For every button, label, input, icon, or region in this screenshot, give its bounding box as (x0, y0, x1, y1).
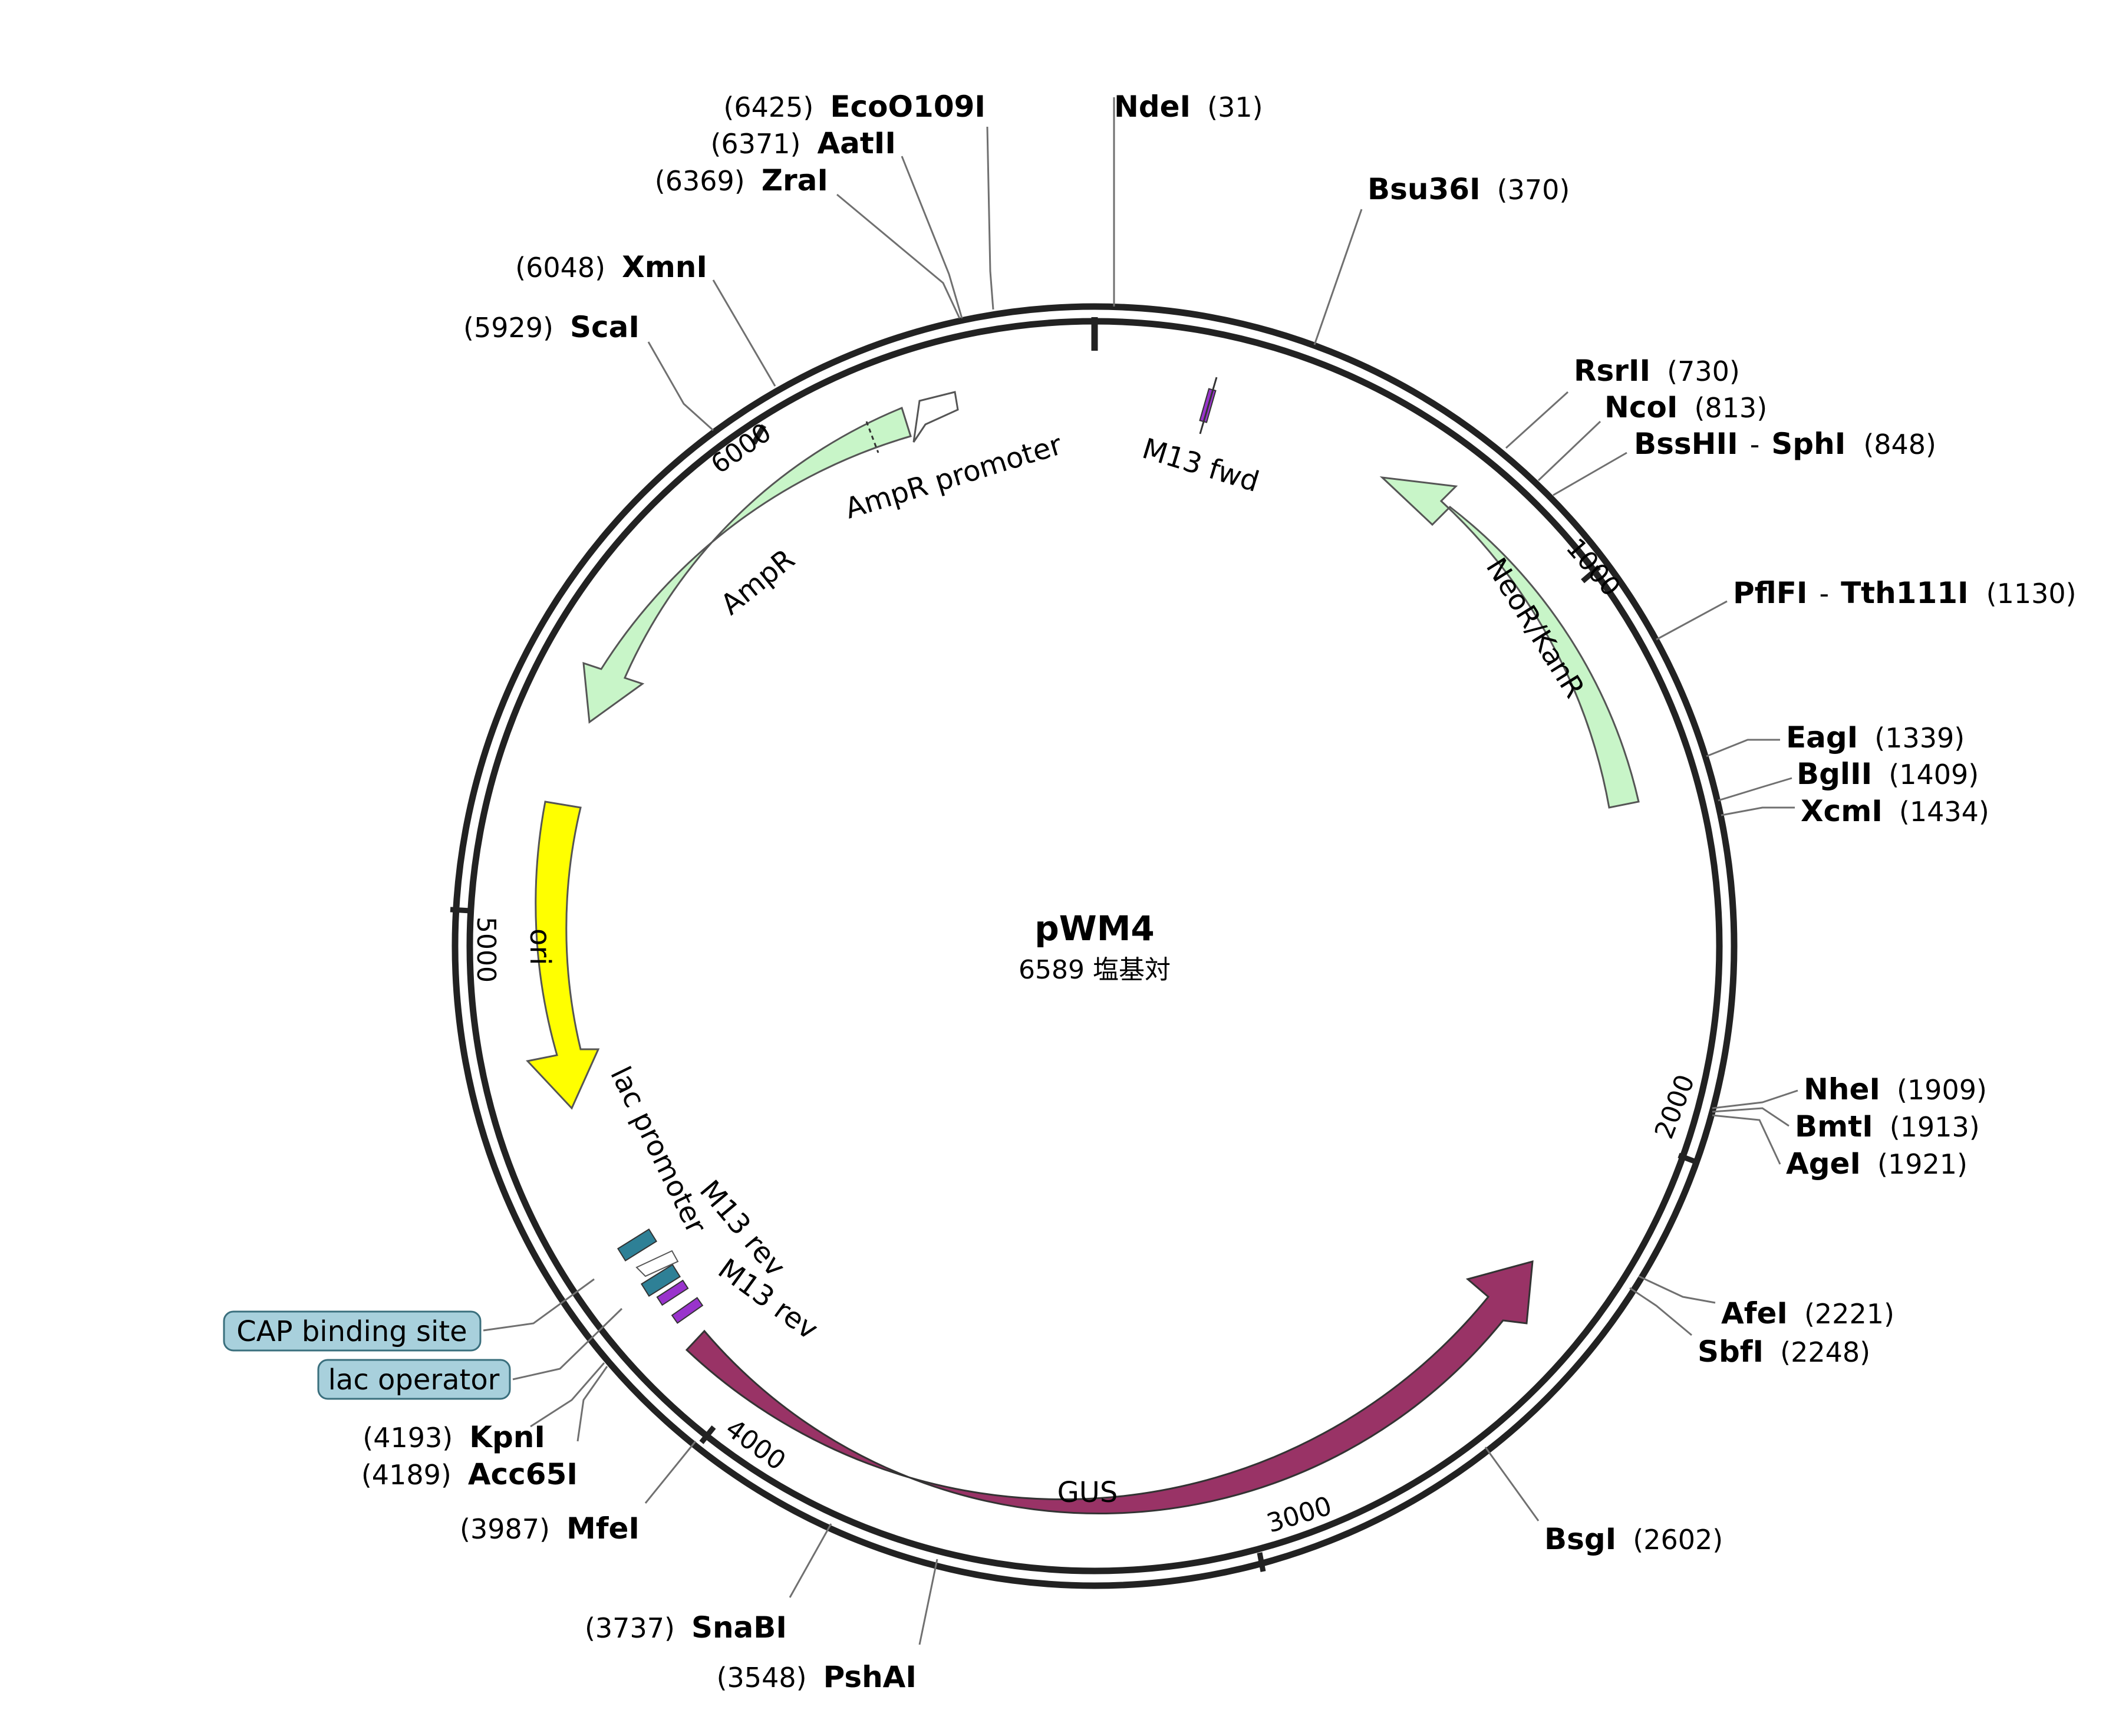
rsrii-leader (1505, 391, 1569, 449)
lac-operator-leader (512, 1307, 623, 1381)
enzyme-scai: (5929)ScaI (463, 310, 640, 344)
enzyme-mfei: (3987)MfeI (460, 1511, 640, 1546)
afei-leader (1638, 1275, 1716, 1304)
xmni-leader (712, 279, 776, 387)
enzyme-bsshii-sphi: BssHII-SphI(848) (1634, 427, 1936, 461)
tick-mark-4000 (699, 1425, 716, 1444)
aatii-leader (901, 156, 963, 319)
ecoo109i-leader (986, 126, 994, 310)
tick-label-3000: 3000 (1263, 1491, 1335, 1539)
m13-fwd-primer-line (1199, 377, 1218, 434)
tick-mark-5000 (450, 907, 471, 914)
enzyme-xmni: (6048)XmnI (515, 250, 707, 284)
ncoi-leader (1537, 420, 1601, 482)
enzyme-snabi: (3737)SnaBI (585, 1610, 787, 1645)
enzyme-ecoo109i: (6425)EcoO109I (723, 90, 986, 124)
cap-binding-site-block (617, 1228, 658, 1261)
feature-label-ampr: AmpR (714, 543, 801, 622)
pshai-leader (918, 1559, 938, 1645)
snabi-leader (789, 1523, 832, 1598)
tick-label-5000: 5000 (471, 917, 501, 983)
agei-leader (1712, 1114, 1781, 1165)
tick-label-4000: 4000 (720, 1414, 792, 1477)
eagi-leader (1706, 739, 1780, 757)
feature-label-m13-fwd: M13 fwd (1138, 432, 1263, 499)
cap-binding-site-label: CAP binding site (236, 1315, 467, 1348)
lac-promoter-arrow (635, 1250, 679, 1277)
enzyme-zrai: (6369)ZraI (655, 163, 828, 197)
feature-label-ori: ori (523, 928, 556, 965)
enzyme-bglii: BglII(1409) (1797, 757, 1979, 791)
m13-rev-primer-2 (671, 1297, 704, 1324)
m13-rev-primer-1 (656, 1279, 689, 1306)
tick-mark-3000 (1257, 1552, 1266, 1572)
pflfi-leader (1656, 600, 1728, 641)
lac-operator-label: lac operator (328, 1363, 500, 1396)
ampr-arrow (582, 406, 912, 724)
lac-operator-block (640, 1264, 681, 1297)
lac-operator-box (317, 1359, 511, 1400)
tick-mark-2000 (1678, 1152, 1699, 1165)
bsgi-leader (1484, 1447, 1540, 1521)
tick-mark-1000 (1581, 565, 1601, 584)
plasmid-name: pWM4 (1034, 908, 1155, 948)
enzyme-bsgi: BsgI(2602) (1544, 1522, 1723, 1556)
zrai-leader (836, 193, 961, 319)
ori-arrow (526, 801, 600, 1110)
feature-label-lac-promoter: lac promoter (604, 1062, 713, 1239)
nhei-leader (1712, 1089, 1798, 1109)
enzyme-kpni: (4193)KpnI (362, 1420, 545, 1454)
kpni-leader (530, 1362, 605, 1428)
enzyme-agei: AgeI(1921) (1786, 1147, 1968, 1181)
enzyme-ndei: NdeI(31) (1114, 90, 1263, 124)
bmti-leader (1712, 1107, 1790, 1127)
enzyme-eagi: EagI(1339) (1786, 720, 1965, 755)
sbfi-leader (1629, 1287, 1692, 1336)
ampr-promoter-arrow (912, 391, 959, 443)
cap-binding-site-box (223, 1310, 482, 1352)
enzyme-bsu36i: Bsu36I(370) (1367, 172, 1570, 206)
tick-mark-6000 (752, 424, 766, 445)
scai-leader (647, 341, 714, 431)
enzyme-nhei: NheI(1909) (1804, 1072, 1987, 1106)
acc65i-leader (576, 1366, 608, 1442)
neor-kanr-arrow (1379, 476, 1640, 809)
enzyme-aatii: (6371)AatII (710, 126, 896, 160)
enzyme-pflfi-tth111i: PflFI-Tth111I(1130) (1733, 576, 2077, 610)
enzyme-rsrii: RsrII(730) (1574, 354, 1740, 388)
enzyme-pshai: (3548)PshAI (717, 1660, 917, 1694)
gus-arrow (685, 1260, 1534, 1515)
enzyme-xcmi: XcmI(1434) (1801, 794, 1989, 828)
enzyme-acc65i: (4189)Acc65I (361, 1457, 578, 1491)
bsshii-leader (1553, 452, 1627, 496)
enzyme-ncoi: NcoI(813) (1604, 390, 1767, 424)
bsu36i-leader (1313, 209, 1363, 345)
backbone-outer-ring (452, 303, 1738, 1589)
bglii-leader (1718, 777, 1792, 802)
ampr-boundary-dash (865, 421, 879, 453)
plasmid-size: 6589 塩基対 (1019, 955, 1171, 985)
feature-label-gus: GUS (1057, 1476, 1118, 1509)
enzyme-sbfi: SbfI(2248) (1698, 1335, 1870, 1369)
feature-label-neor-kanr: NeoR/KanR (1479, 552, 1591, 704)
enzyme-bmti: BmtI(1913) (1795, 1109, 1980, 1144)
mfei-leader (644, 1441, 697, 1504)
xcmi-leader (1721, 806, 1795, 816)
enzyme-afei: AfeI(2221) (1721, 1296, 1894, 1330)
cap-binding-site-leader (483, 1278, 595, 1332)
